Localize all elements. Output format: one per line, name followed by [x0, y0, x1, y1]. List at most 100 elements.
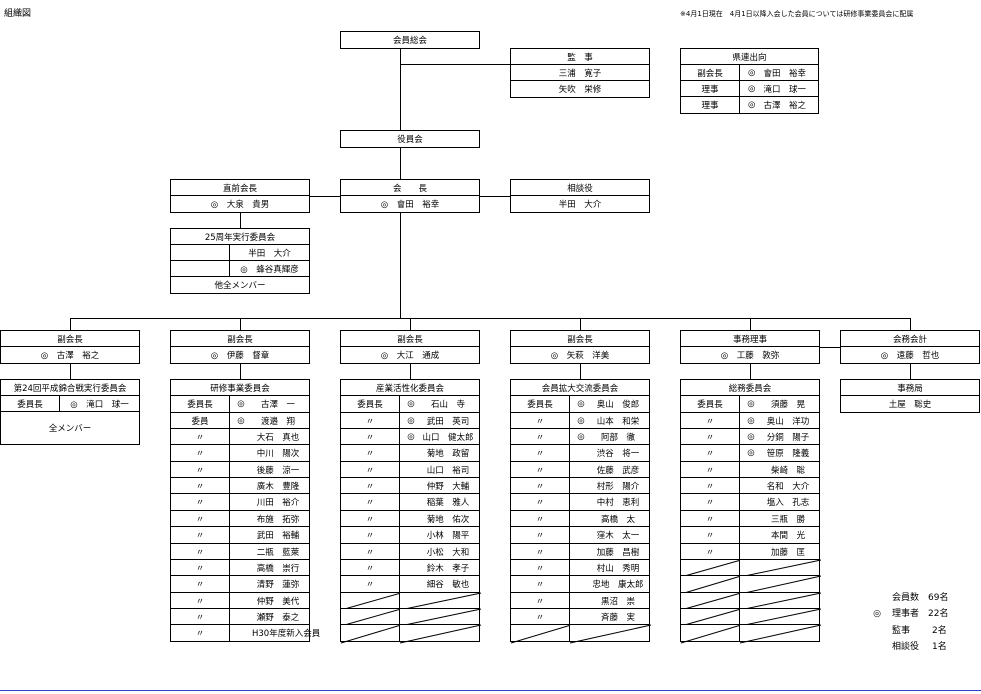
committee-role-cell: 〃 — [340, 526, 400, 544]
prefecture-member: ◎ 滝口 球一 — [739, 80, 819, 97]
prefecture-role: 理事 — [680, 80, 740, 97]
director-mark: ◎ — [577, 431, 585, 442]
committee-role-cell: 〃 — [680, 526, 740, 544]
vp-member: ◎ 伊藤 督章 — [170, 346, 310, 364]
treasurer-connector — [820, 347, 840, 348]
director-mark: ◎ — [747, 431, 755, 442]
committee-member-cell: 後藤 涼一 — [229, 461, 310, 478]
committee-role-cell: 〃 — [680, 461, 740, 478]
member-name: 石山 寺 — [430, 400, 465, 410]
office-member: 土屋 聡史 — [840, 395, 980, 413]
committee-role-cell: 〃 — [170, 444, 230, 462]
committee-role-cell: 〃 — [170, 592, 230, 609]
committee-role-cell: 〃 — [340, 575, 400, 593]
past-president-title: 直前会長 — [170, 179, 310, 196]
committee-role-cell: 〃 — [680, 444, 740, 462]
member-name: 加藤 匡 — [770, 547, 805, 558]
member-name: H30年度新入会員 — [252, 629, 321, 639]
committee-role-cell: 〃 — [340, 444, 400, 462]
committee-member-cell: 仲野 大輔 — [399, 477, 480, 494]
auditor-member: 矢吹 栄修 — [510, 80, 650, 98]
member-name: 奥山 洋功 — [766, 416, 810, 427]
committee-role-cell: 〃 — [680, 493, 740, 511]
committee-role-cell: 委員 — [170, 412, 230, 429]
committee-member-cell: 渋谷 将一 — [569, 444, 650, 462]
office-title: 事務局 — [840, 379, 980, 396]
committee-role-cell: 〃 — [680, 543, 740, 560]
committee-member-cell: ◎渡邉 翔 — [229, 412, 310, 429]
vp-drop-2 — [240, 318, 241, 331]
committee-member-cell: 大石 真也 — [229, 428, 310, 445]
vp-member: ◎ 工藤 敦弥 — [680, 346, 820, 364]
committee-member-cell: 廣木 豊隆 — [229, 477, 310, 494]
committee-member-cell: 布施 拓弥 — [229, 510, 310, 527]
vp-title: 副会長 — [170, 330, 310, 347]
committee-role-cell: 〃 — [510, 444, 570, 462]
member-name: 中川 陽次 — [256, 449, 300, 459]
director-mark: ◎ — [407, 431, 415, 442]
committee-member-cell: ◎ 阿部 徹 — [569, 428, 650, 445]
committee-member-cell: 稲葉 雅人 — [399, 493, 480, 511]
member-name: 武田 裕輔 — [256, 531, 300, 541]
member-name: 仲野 大輔 — [426, 481, 470, 492]
empty-cell-hatch — [340, 608, 402, 627]
prefecture-title: 県連出向 — [680, 48, 819, 65]
committee-role-cell: 〃 — [510, 412, 570, 429]
member-name: 山口 裕司 — [426, 465, 470, 476]
committee-member-cell: 忠地 康太郎 — [569, 575, 650, 593]
empty-cell-hatch — [680, 575, 742, 595]
committee-member-cell: ◎古澤 一 — [229, 395, 310, 413]
committee24-role: 委員長 — [0, 395, 60, 412]
committee-role-cell: 〃 — [170, 624, 230, 642]
committee-role-cell: 〃 — [340, 559, 400, 576]
committee-role-cell: 〃 — [170, 493, 230, 511]
member-name: 鈴木 孝子 — [426, 563, 470, 574]
member-name: 細谷 敏也 — [426, 580, 470, 590]
anniversary-member: 半田 大介 — [229, 244, 310, 261]
member-name: 瀬野 泰之 — [256, 612, 300, 623]
anniversary-title: 25周年実行委員会 — [170, 228, 310, 245]
committee-connector-1 — [70, 363, 71, 379]
member-name: 渡邉 翔 — [260, 416, 295, 427]
member-name: 小松 大和 — [426, 547, 470, 558]
empty-cell-hatch — [739, 592, 822, 611]
member-name: 須藤 晃 — [770, 400, 805, 410]
director-mark: ◎ — [747, 415, 755, 426]
stat-label: 会員数 — [892, 593, 920, 603]
member-name: 名和 大介 — [766, 481, 810, 492]
committee-role-cell: 〃 — [510, 510, 570, 527]
committee-role-cell: 〃 — [510, 461, 570, 478]
committee-member-cell: 高橋 太 — [569, 510, 650, 527]
anniversary-footer: 他全メンバー — [170, 276, 310, 294]
committee-role-cell: 〃 — [340, 543, 400, 560]
committee-member-cell: 高橋 崇行 — [229, 559, 310, 576]
committee-role-cell: 〃 — [510, 608, 570, 625]
committee-member-cell: H30年度新入会員 — [229, 624, 321, 642]
committee-role-cell: 〃 — [170, 575, 230, 593]
stat-value: 1名 — [932, 642, 947, 652]
empty-cell-hatch — [739, 575, 822, 595]
committee-role-cell: 〃 — [170, 608, 230, 625]
member-name: 高橋 崇行 — [256, 563, 300, 574]
member-name: 山口 健太郎 — [422, 432, 474, 443]
auditor-member: 三浦 寛子 — [510, 64, 650, 81]
committee-member-cell: 斉藤 実 — [569, 608, 650, 625]
committee-member-cell: 本間 光 — [739, 526, 820, 544]
committee-role-cell: 委員長 — [340, 395, 400, 413]
committee-role-cell: 〃 — [170, 428, 230, 445]
member-name: 村山 秀明 — [596, 563, 640, 574]
member-name: 高橋 太 — [600, 514, 635, 525]
anniversary-role-cell — [170, 244, 230, 261]
committee-member-cell: 山口 裕司 — [399, 461, 480, 478]
empty-cell-hatch — [399, 624, 482, 644]
anniversary-member: ◎ 蜂谷真輝彦 — [229, 260, 310, 277]
member-name: 阿部 徹 — [600, 432, 635, 443]
committee-role-cell: 〃 — [340, 477, 400, 494]
member-name: 忠地 康太郎 — [592, 580, 644, 590]
vp-title: 事務理事 — [680, 330, 820, 347]
committee-connector-2 — [240, 363, 241, 379]
committee-role-cell: 〃 — [510, 477, 570, 494]
committee-member-cell: ◎武田 英司 — [399, 412, 480, 429]
director-mark: ◎ — [237, 399, 245, 409]
committee-role-cell: 委員長 — [510, 395, 570, 413]
